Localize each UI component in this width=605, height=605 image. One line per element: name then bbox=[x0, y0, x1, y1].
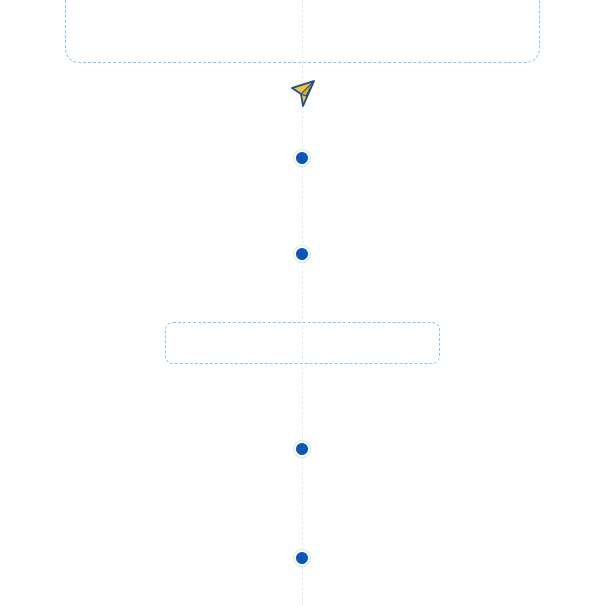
middle-dashed-frame[interactable] bbox=[165, 322, 440, 364]
flow-node-4[interactable] bbox=[296, 552, 308, 564]
flow-node-2[interactable] bbox=[296, 248, 308, 260]
center-guide-line bbox=[302, 0, 303, 605]
paper-plane-cursor-icon bbox=[290, 79, 316, 109]
top-dashed-frame[interactable] bbox=[65, 0, 540, 63]
flow-node-3[interactable] bbox=[296, 443, 308, 455]
flow-node-1[interactable] bbox=[296, 152, 308, 164]
